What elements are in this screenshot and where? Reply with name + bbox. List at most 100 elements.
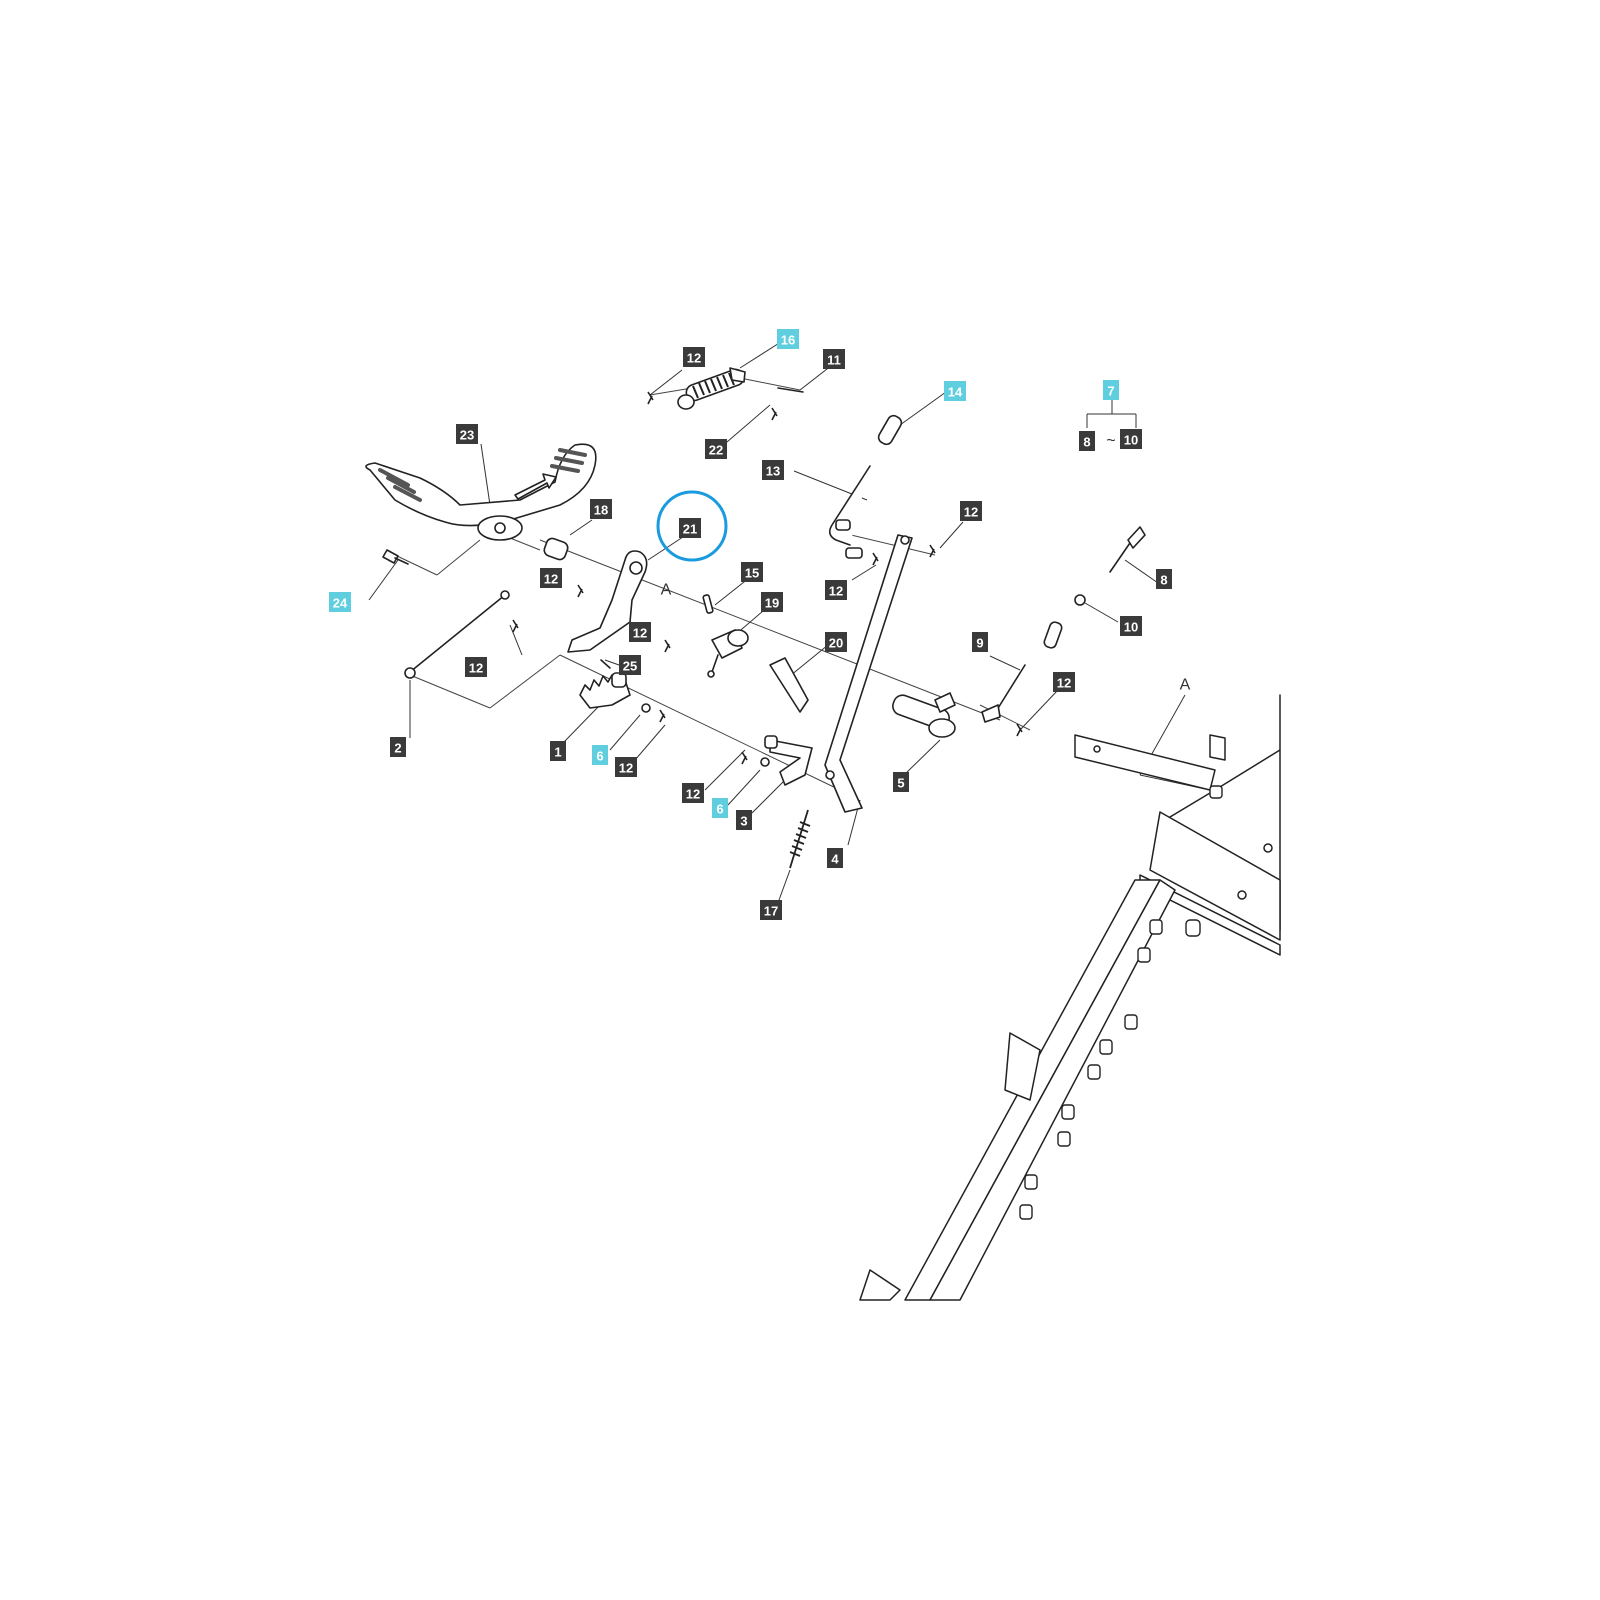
callout-number: 12: [687, 351, 701, 366]
marker-a-bracket: A: [661, 582, 672, 599]
callout-number: 22: [709, 443, 723, 458]
link-rod-2-part: [409, 594, 506, 673]
crank-3-part: [769, 739, 813, 786]
callout-lbl-21: 21: [679, 518, 701, 538]
cotter-pins: [512, 391, 1023, 765]
callout-box: [390, 737, 406, 757]
callout-lbl-13: 13: [762, 460, 784, 480]
callout-lbl-8b: 8: [1156, 569, 1172, 589]
callout-lbl-7: 7: [1103, 380, 1119, 400]
callout-box: [944, 381, 966, 401]
callout-lbl-10a: 10: [1120, 429, 1142, 449]
callout-number: 23: [460, 428, 474, 443]
rod-4-part: [824, 534, 913, 813]
callout-number: 12: [829, 584, 843, 599]
callout-lbl-8a: 8: [1079, 431, 1095, 451]
cotter-pin-icon: [647, 391, 654, 405]
callout-box: [741, 562, 763, 582]
callout-lbl-25: 25: [619, 655, 641, 675]
callout-lbl-12h: 12: [615, 757, 637, 777]
pin-25-part: [600, 659, 611, 669]
callout-box: [679, 518, 701, 538]
callout-lbl-19: 19: [761, 592, 783, 612]
callout-box: [1053, 672, 1075, 692]
callout-number: 12: [469, 661, 483, 676]
pin-10-part: [1043, 621, 1063, 649]
callout-box: [590, 499, 612, 519]
callout-number: 16: [781, 333, 795, 348]
pedal-pad-grooves: [378, 448, 587, 502]
callout-box: [1103, 380, 1119, 400]
callout-lbl-22: 22: [705, 439, 727, 459]
nut-10-part: [1074, 594, 1086, 606]
callout-box: [825, 580, 847, 600]
callout-box: [823, 349, 845, 369]
callout-box: [540, 568, 562, 588]
callout-number: 7: [1107, 384, 1114, 399]
cotter-pin-icon: [512, 619, 519, 633]
callout-number: 8: [1160, 573, 1167, 588]
pin-15-part: [702, 594, 714, 614]
callout-number: 13: [766, 464, 780, 479]
washer-6-part: [760, 757, 770, 767]
bracket-arm-part: [567, 550, 648, 653]
callout-box: [629, 622, 651, 642]
callout-box: [550, 741, 566, 761]
callout-lbl-3: 3: [736, 810, 752, 830]
callout-number: 14: [948, 385, 963, 400]
callout-lbl-12c: 12: [629, 622, 651, 642]
callout-number: 1: [554, 745, 561, 760]
callout-number: 18: [594, 503, 608, 518]
callout-lbl-6a: 6: [592, 745, 608, 765]
callout-lbl-20: 20: [825, 632, 847, 652]
callout-number: 25: [623, 659, 637, 674]
callout-lbl-17: 17: [760, 900, 782, 920]
callout-number: 12: [544, 572, 558, 587]
callout-box: [682, 783, 704, 803]
callout-lbl-4: 4: [827, 848, 843, 868]
callout-lbl-6b: 6: [712, 798, 728, 818]
cotter-pin-icon: [664, 639, 671, 653]
callout-box: [615, 757, 637, 777]
cotter-pin-icon: [872, 552, 879, 566]
callout-box: [1120, 429, 1142, 449]
callout-box: [683, 347, 705, 367]
lever-13-part: [828, 465, 871, 546]
callout-box: [736, 810, 752, 830]
cotter-pin-icon: [1016, 723, 1023, 737]
callout-lbl-12f: 12: [1053, 672, 1075, 692]
bushing-18-part: [543, 537, 569, 561]
callout-box: [1120, 616, 1142, 636]
callout-box: [712, 798, 728, 818]
callout-lbl-18: 18: [590, 499, 612, 519]
callout-lbl-12a: 12: [683, 347, 705, 367]
marker-a-frame: A: [1180, 677, 1191, 694]
callout-number: 24: [333, 596, 348, 611]
bolt-24-part: [382, 549, 399, 564]
callout-number: 17: [764, 904, 778, 919]
callout-box: [329, 592, 351, 612]
callout-box: [761, 592, 783, 612]
callout-lbl-16: 16: [777, 329, 799, 349]
callout-number: 12: [686, 787, 700, 802]
plate-20-part: [769, 657, 809, 713]
callout-box: [456, 424, 478, 444]
callout-number: 15: [745, 566, 759, 581]
callout-lbl-10b: 10: [1120, 616, 1142, 636]
grip-14-part: [877, 414, 903, 446]
pin-11-part: [777, 387, 804, 393]
callout-box: [960, 501, 982, 521]
spring-assembly-16: [677, 367, 746, 410]
focus-circle: [656, 490, 728, 562]
callout-lbl-12i: 12: [682, 783, 704, 803]
pedal-arrow-icon: [514, 473, 557, 500]
callout-box: [827, 848, 843, 868]
callout-lbl-24: 24: [329, 592, 351, 612]
cotter-pin-icon: [771, 407, 778, 421]
callout-lbl-5: 5: [893, 772, 909, 792]
callout-lbl-1: 1: [550, 741, 566, 761]
callout-number: 2: [394, 741, 401, 756]
spring-17-part: [789, 809, 811, 869]
callout-box: [777, 329, 799, 349]
